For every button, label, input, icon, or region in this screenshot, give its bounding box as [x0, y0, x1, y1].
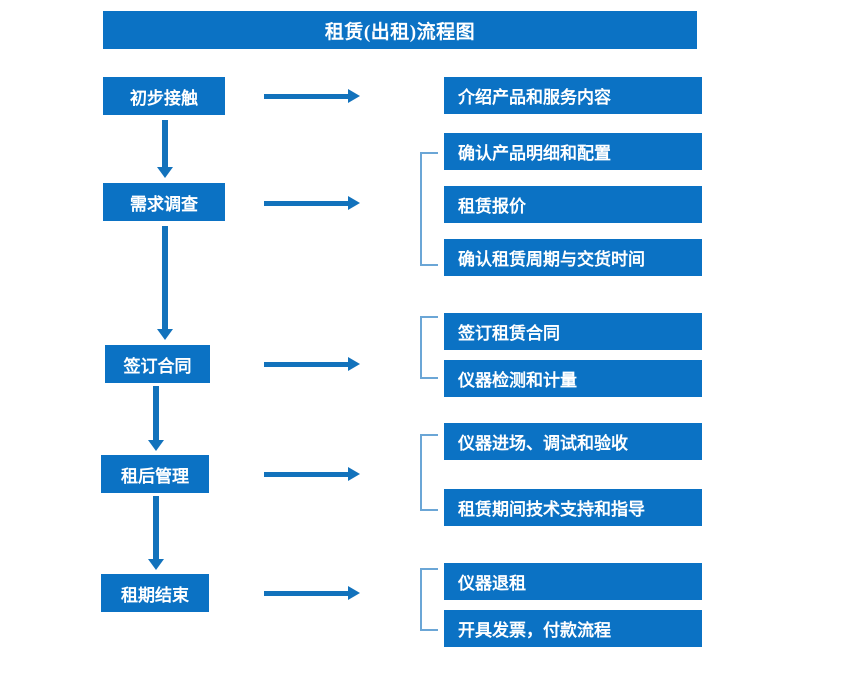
right-arrow-3 — [264, 357, 360, 371]
stage-box-chubu-jiechu: 初步接触 — [103, 77, 225, 115]
detail-box-yiqi-jiance: 仪器检测和计量 — [444, 360, 702, 397]
stage-box-qianding-hetong: 签订合同 — [105, 345, 210, 383]
flowchart-title: 租赁(出租)流程图 — [103, 11, 697, 49]
right-arrow-5 — [264, 586, 360, 600]
detail-label: 开具发票，付款流程 — [458, 621, 611, 640]
detail-box-jieshao-chanpin: 介绍产品和服务内容 — [444, 77, 702, 114]
stage-box-xuqiu-diaocha: 需求调查 — [103, 183, 225, 221]
detail-label: 仪器退租 — [458, 574, 526, 593]
down-arrow-3 — [148, 386, 164, 451]
group-bracket-zuhou — [420, 434, 438, 511]
group-bracket-xuqiu — [420, 152, 438, 266]
group-bracket-hetong — [420, 316, 438, 379]
down-arrow-4 — [148, 496, 164, 570]
detail-box-queren-zhouqi: 确认租赁周期与交货时间 — [444, 239, 702, 276]
stage-box-zuqi-jieshu: 租期结束 — [101, 574, 209, 612]
detail-box-qianding-zulin-hetong: 签订租赁合同 — [444, 313, 702, 350]
group-bracket-zuqi — [420, 568, 438, 631]
stage-label: 租期结束 — [121, 585, 189, 605]
stage-label: 租后管理 — [121, 466, 189, 486]
detail-box-queren-mingxi: 确认产品明细和配置 — [444, 133, 702, 170]
detail-label: 确认租赁周期与交货时间 — [458, 250, 645, 269]
down-arrow-1 — [157, 120, 173, 178]
down-arrow-2 — [157, 226, 173, 341]
stage-label: 需求调查 — [130, 194, 198, 214]
stage-label: 初步接触 — [130, 88, 198, 108]
right-arrow-2 — [264, 196, 360, 210]
detail-label: 签订租赁合同 — [458, 324, 560, 343]
detail-box-yiqi-jinchang: 仪器进场、调试和验收 — [444, 423, 702, 460]
detail-label: 确认产品明细和配置 — [458, 144, 611, 163]
stage-label: 签订合同 — [123, 356, 192, 376]
detail-box-jishu-zhichi: 租赁期间技术支持和指导 — [444, 489, 702, 526]
detail-label: 租赁报价 — [458, 197, 526, 216]
detail-box-zulin-baojia: 租赁报价 — [444, 186, 702, 223]
detail-box-kaiju-fapiao: 开具发票，付款流程 — [444, 610, 702, 647]
detail-label: 租赁期间技术支持和指导 — [458, 500, 645, 519]
detail-label: 仪器检测和计量 — [458, 371, 577, 390]
right-arrow-4 — [264, 467, 360, 481]
detail-label: 仪器进场、调试和验收 — [458, 434, 628, 453]
stage-box-zuhou-guanli: 租后管理 — [101, 455, 209, 493]
detail-box-yiqi-tuizu: 仪器退租 — [444, 563, 702, 600]
right-arrow-1 — [264, 89, 360, 103]
detail-label: 介绍产品和服务内容 — [458, 88, 611, 107]
